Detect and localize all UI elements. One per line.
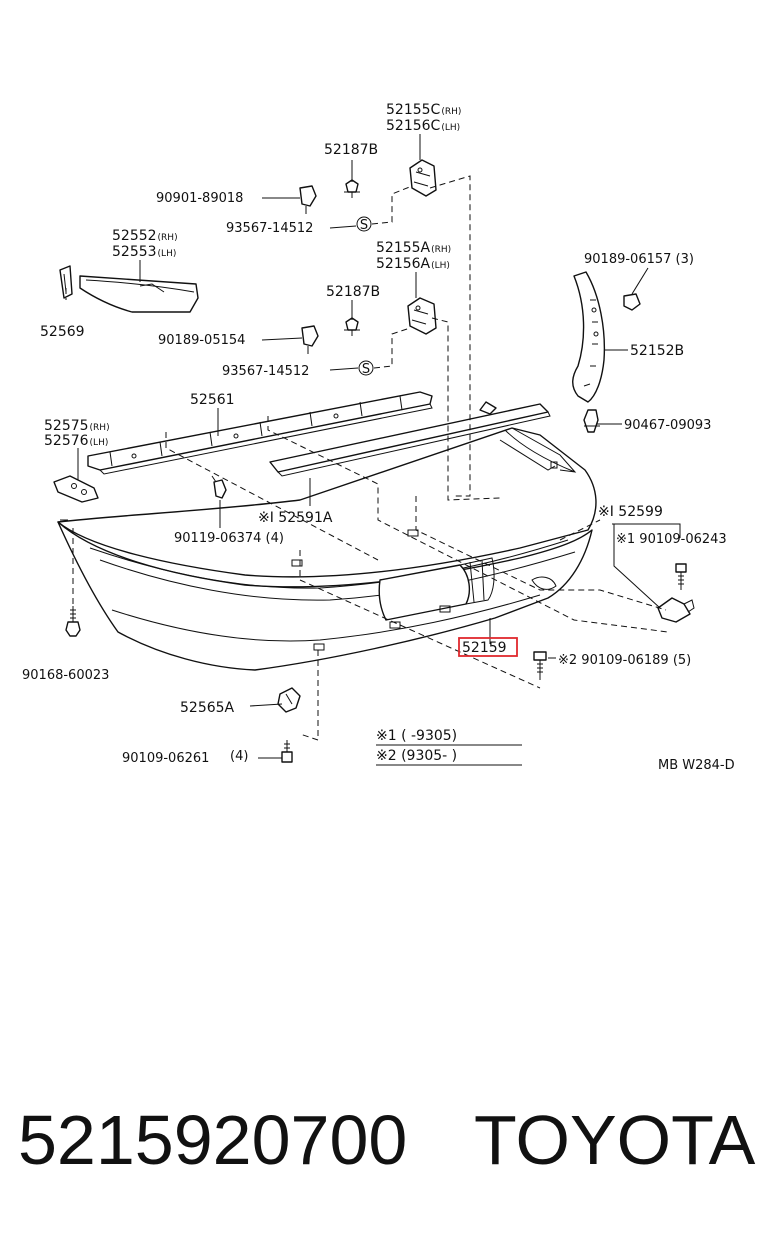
part-number: 5215920700 [18, 1101, 408, 1179]
label-52576: 52576(LH) [44, 433, 108, 449]
label-93567-14512-mid: 93567-14512 [222, 364, 309, 379]
middle-bumper-retainer [407, 297, 437, 335]
label-90109-06189: ※2 90109-06189 (5) [558, 653, 691, 668]
leader-lines [60, 134, 681, 759]
label-52552: 52552(RH) [112, 228, 178, 244]
bumper-reinforcement [269, 401, 551, 477]
washer-symbol-label: S [362, 362, 370, 377]
bumper-extension-pad [79, 275, 199, 313]
note-production-range-1: ※1 ( -9305) [376, 728, 457, 744]
label-52591a: ※I 52591A [258, 510, 333, 526]
label-52553: 52553(LH) [112, 244, 176, 260]
upper-bumper-retainer [409, 159, 437, 197]
label-90109-06261: 90109-06261 [122, 751, 209, 766]
highlight-box-52159 [458, 637, 518, 657]
label-90109-06261-qty: (4) [230, 749, 248, 764]
label-90189-05154: 90189-05154 [158, 333, 245, 348]
label-52569: 52569 [40, 324, 85, 340]
fastener-clips [65, 179, 687, 763]
note-production-range-2: ※2 (9305- ) [376, 748, 457, 764]
brand-name: TOYOTA [474, 1101, 756, 1179]
label-52156c: 52156C(LH) [386, 118, 460, 134]
label-52187b-top: 52187B [324, 142, 378, 158]
label-52152b: 52152B [630, 343, 684, 359]
part-labels: 52155C(RH) 52156C(LH) 52187B 90901-89018… [22, 102, 735, 773]
label-52159: 52159 [462, 640, 507, 656]
label-52565a: 52565A [180, 700, 235, 716]
bumper-energy-absorber [87, 391, 433, 475]
washer-symbol-top: S [356, 216, 372, 233]
parts-diagram: S S [22, 102, 735, 773]
label-52155a: 52155A(RH) [376, 240, 451, 256]
washer-symbol-label: S [360, 218, 368, 233]
footer: 5215920700 TOYOTA [18, 1098, 758, 1182]
side-support-bracket [572, 271, 606, 403]
label-52599: ※I 52599 [598, 504, 663, 520]
lower-mount-bracket [657, 597, 695, 623]
label-52156a: 52156A(LH) [376, 256, 450, 272]
label-52155c: 52155C(RH) [386, 102, 461, 118]
bumper-side-retainer [53, 475, 99, 503]
diagram-code: MB W284-D [658, 758, 735, 773]
label-90168-60023: 90168-60023 [22, 668, 109, 683]
bumper-clip [277, 687, 301, 713]
rear-bumper-cover [57, 427, 597, 671]
label-52561: 52561 [190, 392, 235, 408]
label-90119-06374: 90119-06374 (4) [174, 531, 284, 546]
washer-symbol-mid: S [358, 360, 374, 377]
label-52187b-mid: 52187B [326, 284, 380, 300]
label-93567-14512-top: 93567-14512 [226, 221, 313, 236]
label-52575: 52575(RH) [44, 418, 110, 434]
label-90189-06157: 90189-06157 (3) [584, 252, 694, 267]
label-90901-89018: 90901-89018 [156, 191, 243, 206]
label-90109-06243: ※1 90109-06243 [616, 532, 727, 547]
label-90467-09093: 90467-09093 [624, 418, 711, 433]
